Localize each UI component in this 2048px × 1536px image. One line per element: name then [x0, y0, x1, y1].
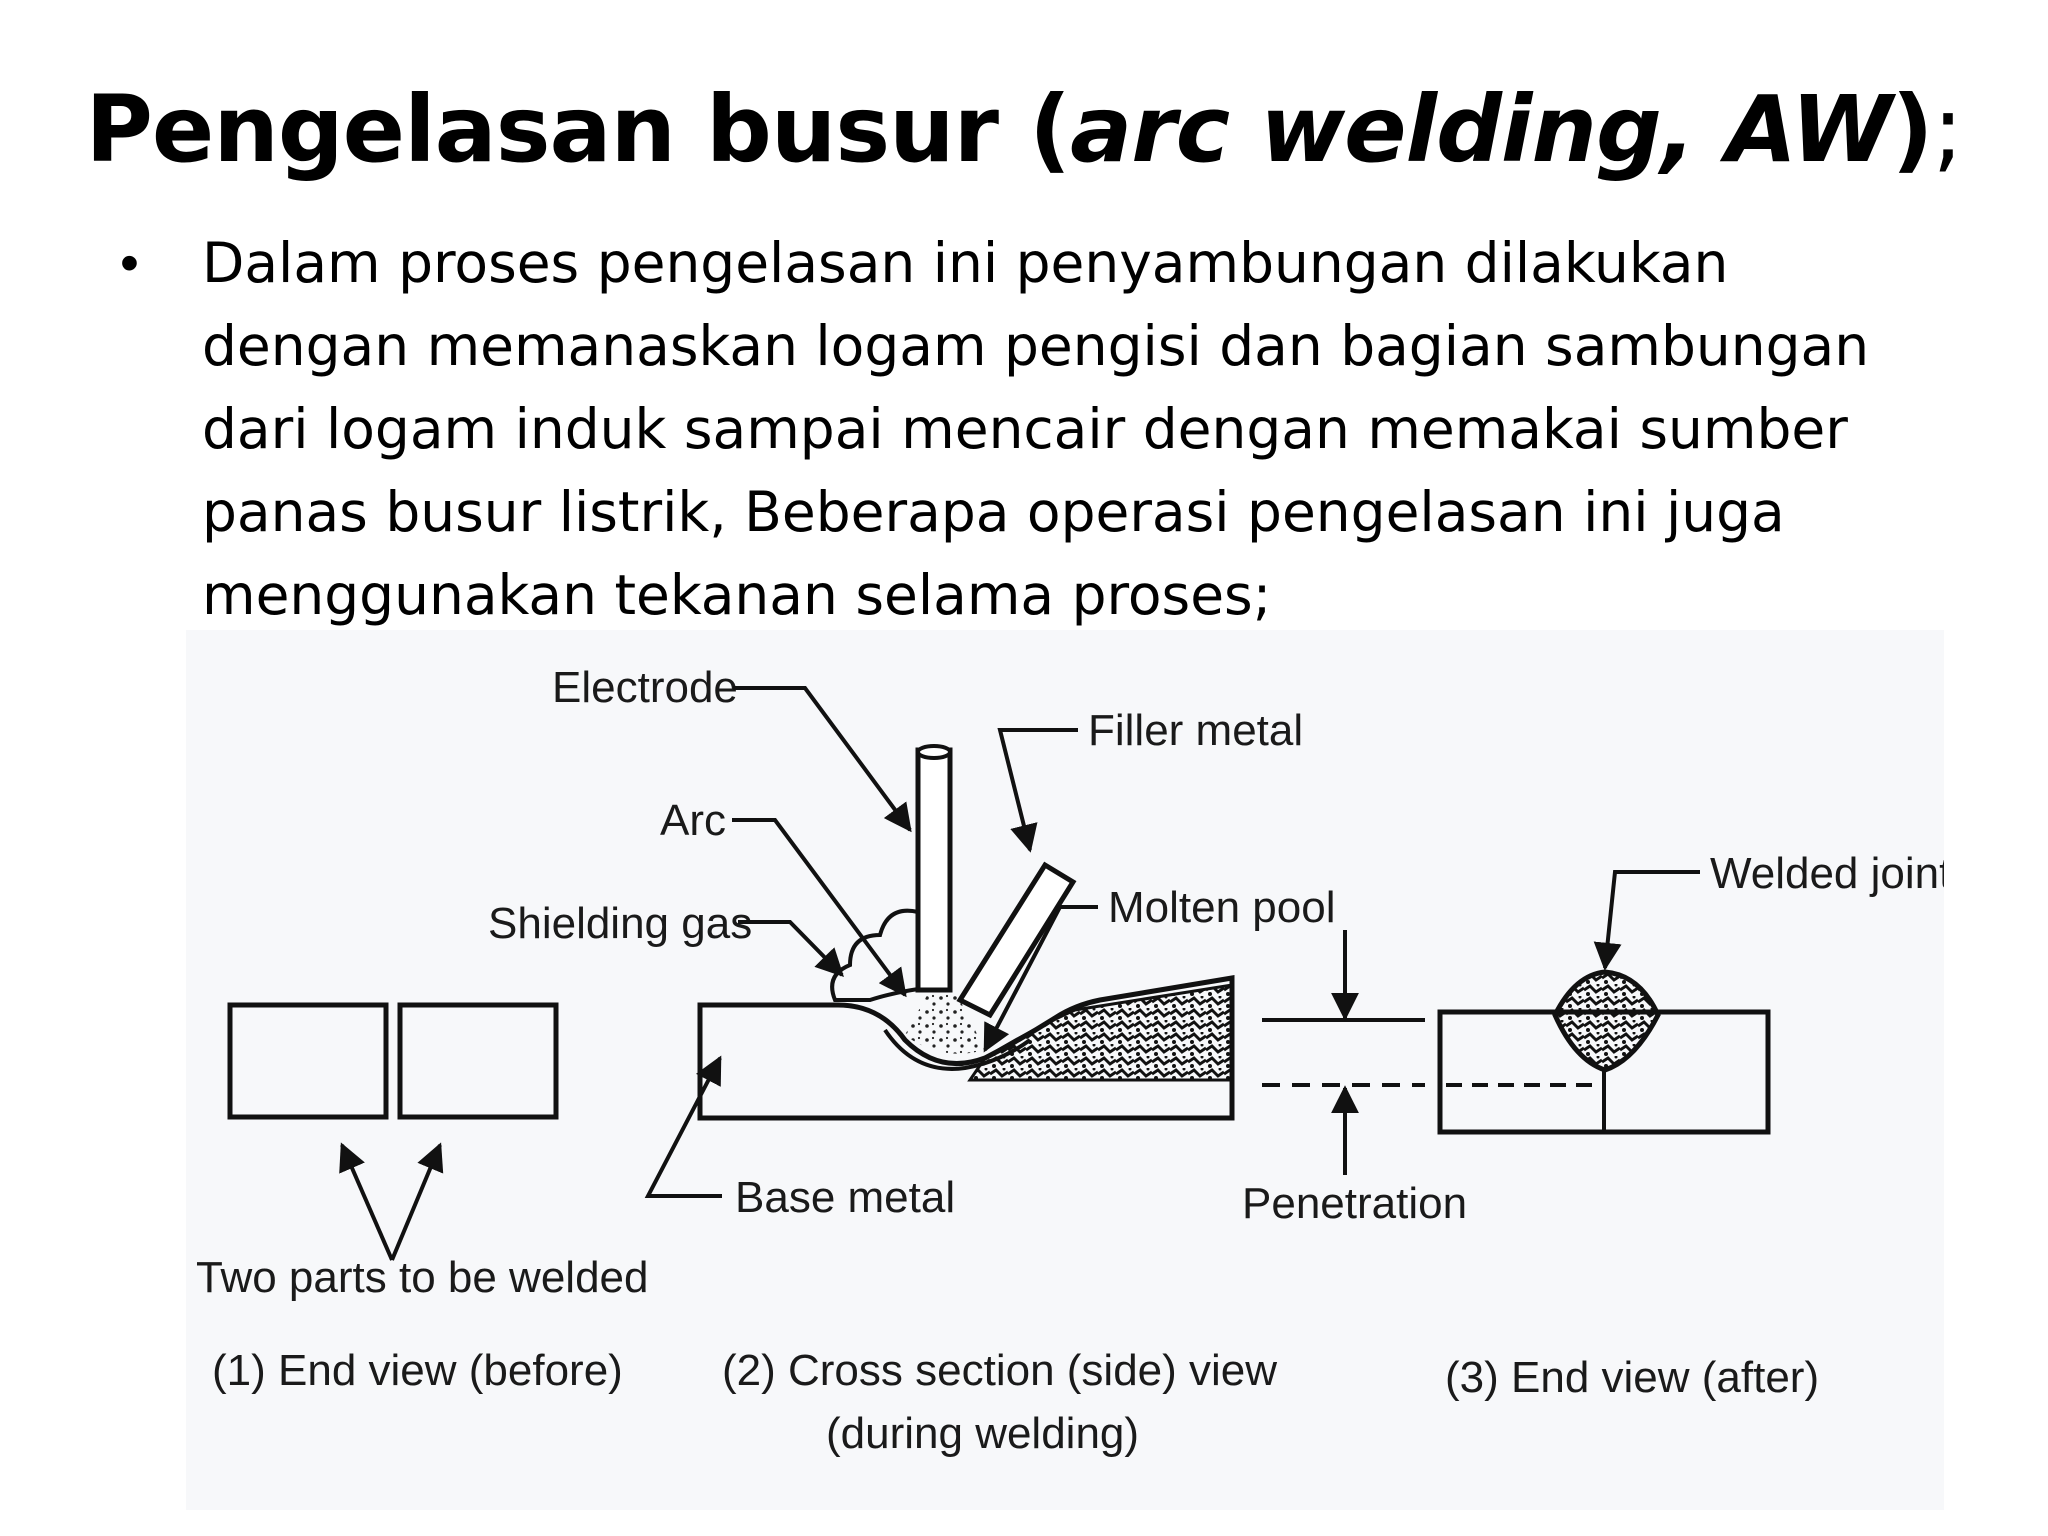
- title-close: ): [1891, 76, 1933, 183]
- leader-electrode: [733, 686, 912, 833]
- bullet-icon: •: [120, 233, 139, 293]
- molten-pool-shape: [883, 1028, 1032, 1071]
- slide-title: Pengelasan busur (arc welding, AW);: [0, 70, 2048, 190]
- leader-base-metal: [644, 1055, 722, 1198]
- caption-view-3: (3) End view (after): [1445, 1353, 1819, 1402]
- label-arc: Arc: [660, 796, 726, 845]
- title-italic: arc welding, AW: [1070, 76, 1892, 183]
- label-welded-joint: Welded joint: [1710, 849, 1944, 898]
- electrode-rod: [915, 747, 953, 993]
- bullet-line: menggunakan tekanan selama proses;: [202, 563, 1272, 627]
- caption-view-2-line-1: (2) Cross section (side) view: [722, 1346, 1277, 1395]
- welded-joint-bead: [1552, 969, 1661, 1073]
- arc-welding-diagram: Two parts to be welded (1) End view (bef…: [186, 630, 1944, 1510]
- bullet-line: Dalam proses pengelasan ini penyambungan…: [202, 231, 1729, 295]
- filler-metal-rod: [956, 861, 1077, 1019]
- bullet-text: Dalam proses pengelasan ini penyambungan…: [202, 222, 1942, 637]
- label-filler-metal: Filler metal: [1088, 706, 1303, 755]
- arc-region: [905, 990, 985, 1054]
- caption-view-1: (1) End view (before): [212, 1346, 623, 1395]
- leader-filler-metal: [997, 728, 1078, 853]
- label-molten-pool: Molten pool: [1108, 883, 1335, 932]
- leader-shielding-gas: [738, 920, 844, 977]
- diagram-svg: Two parts to be welded (1) End view (bef…: [196, 663, 1944, 1458]
- caption-view-2-line-2: (during welding): [826, 1409, 1139, 1458]
- leader-arc: [732, 818, 907, 998]
- label-electrode: Electrode: [552, 663, 738, 712]
- leader-molten-pool: [983, 905, 1098, 1053]
- arrow-to-right-part: [390, 1142, 444, 1261]
- bullet-line: dari logam induk sampai mencair dengan m…: [202, 397, 1848, 461]
- bullet-line: dengan memanaskan logam pengisi dan bagi…: [202, 314, 1870, 378]
- arrow-to-left-part: [339, 1142, 394, 1261]
- part-right-block: [397, 1002, 559, 1120]
- leader-welded-joint: [1593, 870, 1700, 971]
- label-base-metal: Base metal: [735, 1173, 955, 1222]
- electrode-tip-top: [916, 744, 952, 760]
- label-shielding-gas: Shielding gas: [488, 899, 752, 948]
- title-main: Pengelasan busur (: [85, 76, 1072, 183]
- label-two-parts: Two parts to be welded: [196, 1253, 648, 1302]
- part-left-block: [227, 1002, 389, 1120]
- bullet-line: panas busur listrik, Beberapa operasi pe…: [202, 480, 1785, 544]
- title-semicolon: ;: [1932, 76, 1963, 183]
- label-penetration: Penetration: [1242, 1179, 1467, 1228]
